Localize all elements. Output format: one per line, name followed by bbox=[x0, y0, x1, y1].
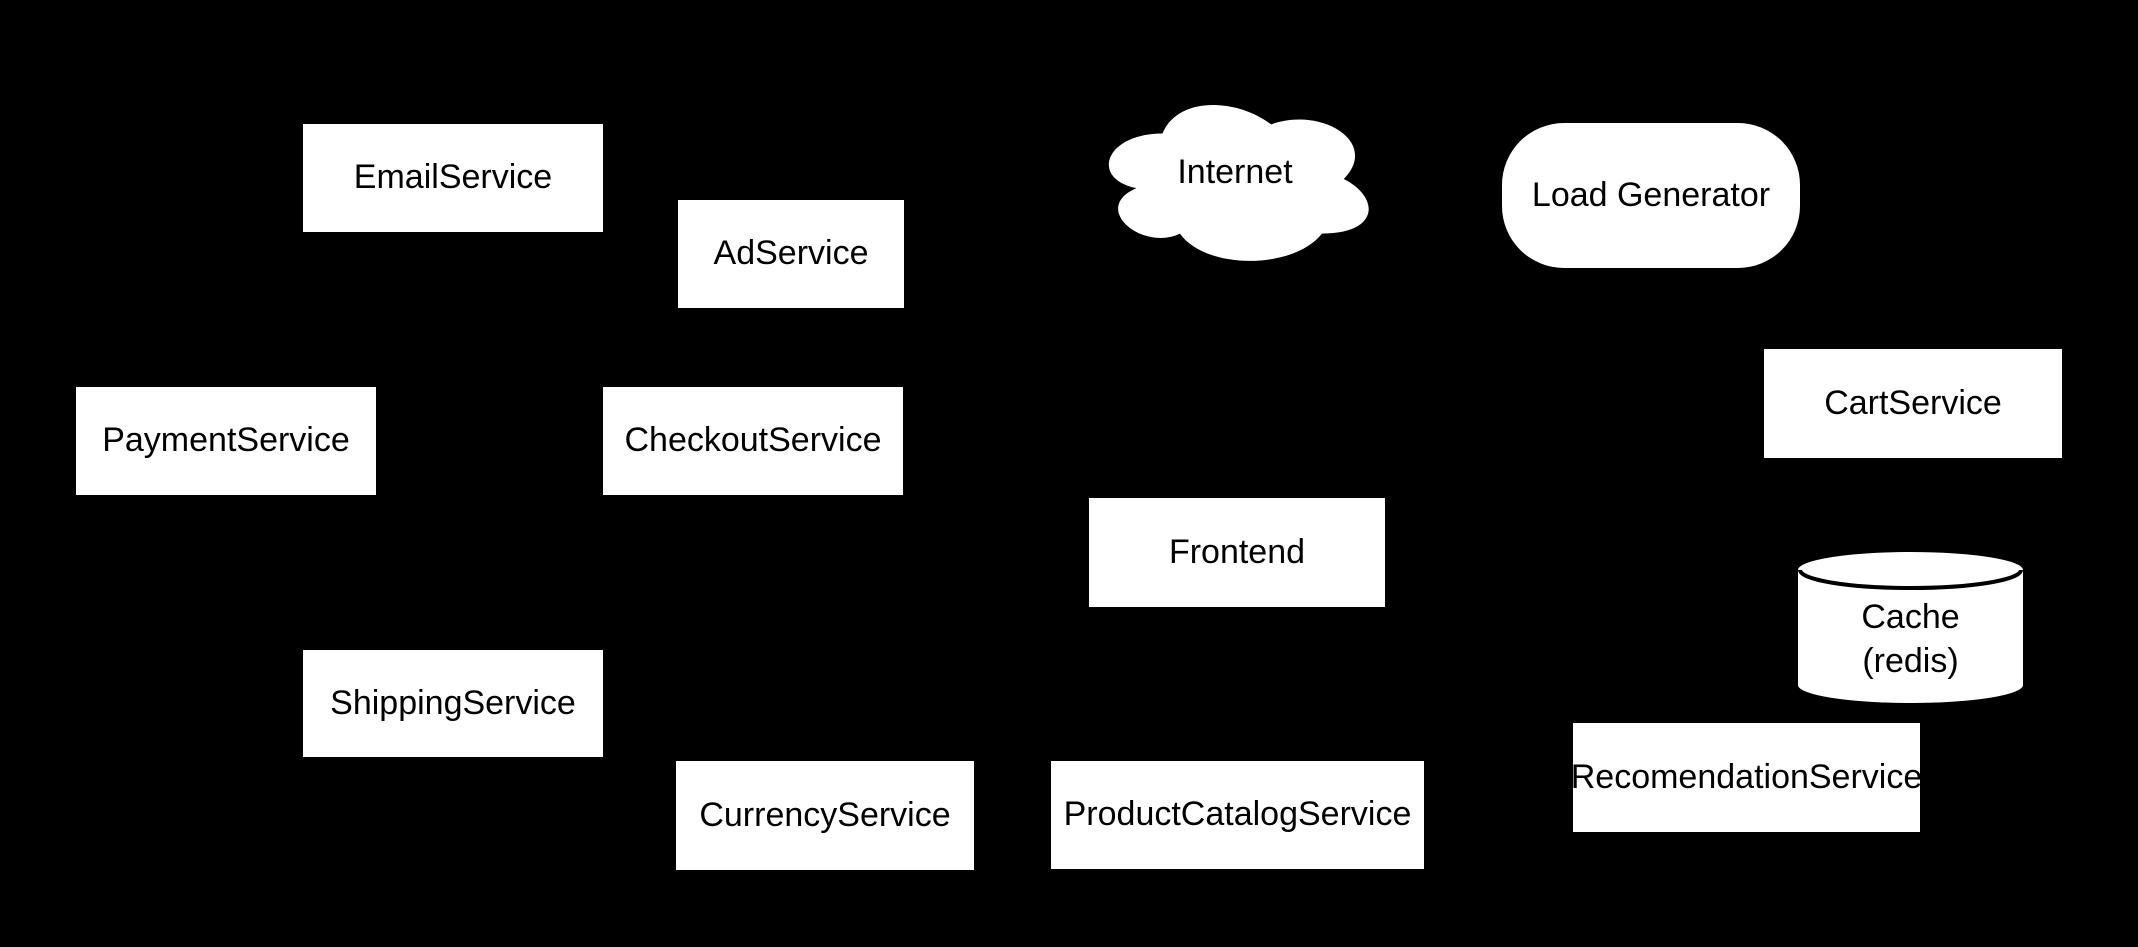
node-shipping-service: ShippingService bbox=[303, 650, 603, 757]
recomendation-service-label-line1: RecomendationService bbox=[1570, 757, 1923, 796]
node-cache-redis: Cache (redis) bbox=[1798, 552, 2023, 703]
payment-service-label: PaymentService bbox=[102, 419, 350, 463]
load-generator-label: Load Generator bbox=[1532, 174, 1770, 218]
node-email-service: EmailService bbox=[303, 124, 603, 232]
cache-redis-label: Cache (redis) bbox=[1861, 572, 1959, 683]
cloud-shape bbox=[1108, 104, 1369, 261]
cache-redis-label-line1: Cache bbox=[1861, 597, 1960, 636]
product-catalog-service-label-line1: ProductCatalogService bbox=[1063, 795, 1412, 834]
cart-service-label-line1: CartService bbox=[1824, 383, 2002, 422]
node-checkout-service: CheckoutService bbox=[603, 387, 903, 495]
frontend-label: Frontend bbox=[1169, 531, 1305, 575]
internet-label: Internet bbox=[1177, 151, 1292, 207]
internet-label-line1: Internet bbox=[1177, 153, 1293, 192]
frontend-label-line1: Frontend bbox=[1168, 532, 1306, 571]
email-service-label: EmailService bbox=[354, 156, 552, 200]
shipping-service-label-line1: ShippingService bbox=[330, 683, 576, 722]
product-catalog-service-label: ProductCatalogService bbox=[1064, 793, 1412, 837]
node-internet: Internet bbox=[1090, 88, 1380, 270]
email-service-label-line1: EmailService bbox=[353, 158, 553, 197]
node-recomendation-service: RecomendationService bbox=[1571, 723, 1923, 832]
currency-service-label: CurrencyService bbox=[699, 794, 950, 838]
checkout-service-label: CheckoutService bbox=[624, 419, 881, 463]
ad-service-label: AdService bbox=[714, 232, 869, 276]
checkout-service-label-line1: CheckoutService bbox=[624, 421, 882, 460]
node-frontend: Frontend bbox=[1089, 498, 1385, 607]
cylinder-shape bbox=[1798, 552, 2023, 703]
payment-service-label-line1: PaymentService bbox=[102, 421, 350, 460]
recomendation-service-label: RecomendationService bbox=[1571, 756, 1923, 800]
currency-service-label-line1: CurrencyService bbox=[699, 795, 951, 834]
node-currency-service: CurrencyService bbox=[676, 761, 974, 870]
shipping-service-label: ShippingService bbox=[330, 682, 576, 726]
cache-redis-label-line2: (redis) bbox=[1862, 641, 1959, 680]
load-generator-label-line1: Load Generator bbox=[1531, 175, 1771, 214]
node-load-generator: Load Generator bbox=[1502, 123, 1800, 268]
node-ad-service: AdService bbox=[678, 200, 904, 308]
cart-service-label: CartService bbox=[1824, 382, 2002, 426]
node-payment-service: PaymentService bbox=[76, 387, 376, 495]
ad-service-label-line1: AdService bbox=[713, 234, 869, 273]
node-product-catalog-service: ProductCatalogService bbox=[1051, 761, 1424, 869]
node-cart-service: CartService bbox=[1764, 349, 2062, 458]
